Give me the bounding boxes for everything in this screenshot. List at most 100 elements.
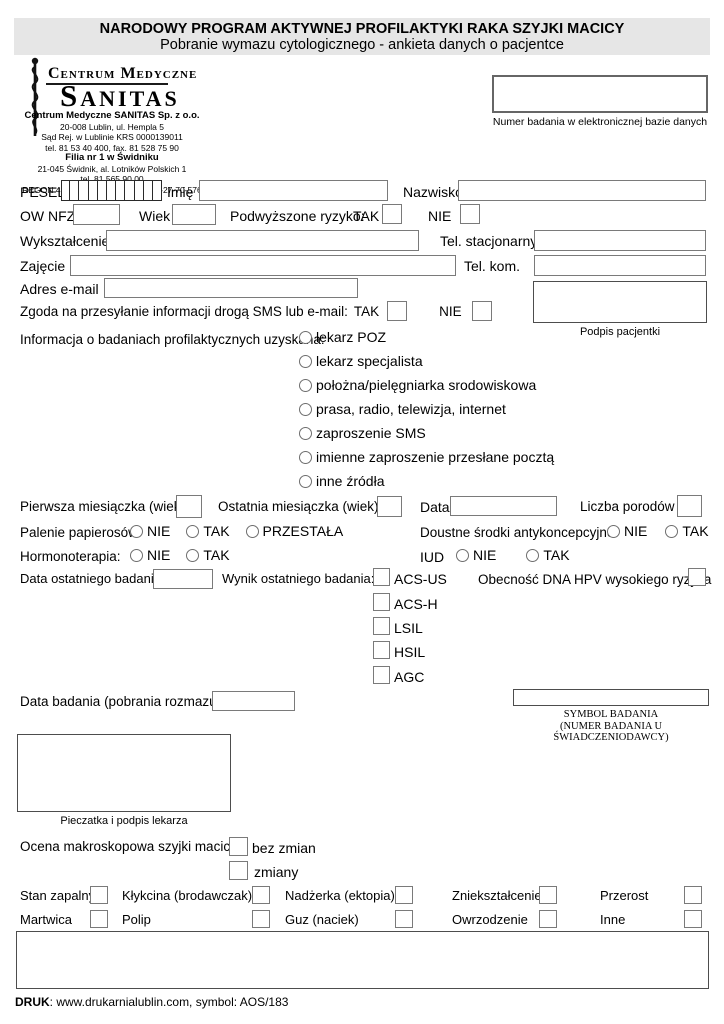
- smoking-quit-radio[interactable]: [245, 524, 259, 538]
- info-source-radio-sms[interactable]: [299, 426, 312, 440]
- consent-yes-label: TAK: [353, 303, 380, 319]
- finding-owrzodzenie-checkbox[interactable]: [539, 910, 557, 928]
- pesel-cell[interactable]: [106, 180, 117, 201]
- age-field[interactable]: [172, 204, 216, 225]
- info-source-radio-inne[interactable]: [299, 474, 312, 488]
- date-field[interactable]: [450, 496, 557, 516]
- last-menstruation-field[interactable]: [377, 496, 402, 517]
- risk-yes-checkbox[interactable]: [382, 204, 402, 224]
- mobile-field[interactable]: [534, 255, 706, 276]
- pesel-cell[interactable]: [152, 180, 163, 201]
- pesel-cell[interactable]: [125, 180, 135, 201]
- last-exam-date-label: Data ostatniego badania: [20, 571, 161, 586]
- oral-contraceptives-no-label: NIE: [624, 523, 648, 539]
- macro-assessment-label: Ocena makroskopowa szyjki macicy:: [20, 839, 241, 854]
- info-source-radio-lekarz-specjalista[interactable]: [299, 354, 312, 368]
- smoking-yes-label: TAK: [203, 523, 230, 539]
- births-count-field[interactable]: [677, 495, 702, 517]
- info-source-radio-zaproszenie-poczta[interactable]: [299, 450, 312, 464]
- hpv-dna-checkbox[interactable]: [688, 568, 706, 586]
- pesel-cell[interactable]: [116, 180, 126, 201]
- risk-no-checkbox[interactable]: [460, 204, 480, 224]
- exam-symbol-box[interactable]: [513, 689, 709, 706]
- finding-polip-checkbox[interactable]: [252, 910, 270, 928]
- info-source-option-label: położna/pielęgniarka srodowiskowa: [316, 377, 537, 393]
- finding-owrzodzenie-label: Owrzodzenie: [452, 912, 528, 927]
- pesel-cell[interactable]: [79, 180, 89, 201]
- info-source-option: zaproszenie SMS: [299, 425, 426, 441]
- result-agc-label: AGC: [394, 669, 425, 685]
- first-menstruation-field[interactable]: [176, 495, 202, 518]
- hormone-therapy-yes-radio[interactable]: [186, 548, 200, 562]
- patient-signature-box[interactable]: [533, 281, 707, 323]
- macro-changes-checkbox[interactable]: [229, 861, 248, 880]
- consent-no-checkbox[interactable]: [471, 301, 492, 321]
- exam-number-box[interactable]: [492, 75, 708, 113]
- result-hsil-checkbox[interactable]: [373, 641, 390, 659]
- education-field[interactable]: [106, 230, 419, 251]
- info-source-option-label: lekarz POZ: [316, 329, 387, 345]
- oral-contraceptives-yes-radio[interactable]: [665, 524, 679, 538]
- finding-inne-checkbox[interactable]: [684, 910, 702, 928]
- last-name-field[interactable]: [458, 180, 706, 201]
- smoking-label: Palenie papierosów: [20, 525, 138, 540]
- oral-contraceptives-no-radio[interactable]: [607, 524, 620, 538]
- consent-yes-checkbox[interactable]: [387, 301, 408, 321]
- smoking-quit-label: PRZESTAŁA: [262, 523, 344, 539]
- email-field[interactable]: [104, 278, 358, 298]
- notes-box[interactable]: [16, 931, 709, 989]
- pesel-cell[interactable]: [134, 180, 144, 201]
- iud-yes-radio[interactable]: [526, 548, 540, 562]
- info-source-label: Informacja o badaniach profilaktycznych …: [20, 332, 325, 347]
- info-source-option-label: lekarz specjalista: [316, 353, 423, 369]
- pesel-cell[interactable]: [143, 180, 153, 201]
- finding-stan-zapalny-checkbox[interactable]: [90, 886, 108, 904]
- info-source-radio-lekarz-poz[interactable]: [299, 330, 312, 344]
- exam-number-caption: Numer badania w elektronicznej bazie dan…: [492, 116, 708, 128]
- result-agc-checkbox[interactable]: [373, 666, 390, 684]
- smoking-no-radio[interactable]: [130, 524, 143, 538]
- smoking-options: NIE TAK PRZESTAŁA: [130, 523, 343, 539]
- finding-klykcina-checkbox[interactable]: [252, 886, 270, 904]
- finding-polip-label: Polip: [122, 912, 151, 927]
- age-label: Wiek: [139, 208, 171, 224]
- hormone-therapy-no-radio[interactable]: [130, 548, 143, 562]
- info-source-option-label: prasa, radio, telewizja, internet: [316, 401, 506, 417]
- landline-field[interactable]: [534, 230, 706, 251]
- first-name-field[interactable]: [199, 180, 388, 201]
- form-title: NARODOWY PROGRAM AKTYWNEJ PROFILAKTYKI R…: [99, 21, 625, 37]
- finding-martwica-checkbox[interactable]: [90, 910, 108, 928]
- info-source-option: inne źródła: [299, 473, 385, 489]
- info-source-radio-polozna[interactable]: [299, 378, 312, 392]
- pesel-cell[interactable]: [88, 180, 98, 201]
- result-acs-us-checkbox[interactable]: [373, 568, 390, 586]
- clinic-line: tel. 81 53 40 400, fax. 81 528 75 90: [45, 142, 179, 153]
- result-lsil-checkbox[interactable]: [373, 617, 390, 635]
- last-exam-date-field[interactable]: [153, 569, 213, 589]
- exam-date-field[interactable]: [212, 691, 295, 711]
- ow-nfz-field[interactable]: [73, 204, 120, 225]
- occupation-field[interactable]: [70, 255, 456, 276]
- iud-options: NIE TAK: [456, 547, 570, 563]
- iud-no-radio[interactable]: [456, 548, 469, 562]
- info-source-option-label: zaproszenie SMS: [316, 425, 426, 441]
- consent-label: Zgoda na przesyłanie informacji drogą SM…: [20, 303, 348, 319]
- pesel-grid[interactable]: [61, 180, 163, 201]
- finding-guz-checkbox[interactable]: [395, 910, 413, 928]
- doctor-stamp-box[interactable]: [17, 734, 231, 812]
- finding-przerost-checkbox[interactable]: [684, 886, 702, 904]
- exam-symbol-caption-2: (NUMER BADANIA U ŚWIADCZENIODAWCY): [553, 721, 669, 743]
- info-source-option: lekarz POZ: [299, 329, 386, 345]
- finding-zniekstalcenie-checkbox[interactable]: [539, 886, 557, 904]
- finding-nadzerka-checkbox[interactable]: [395, 886, 413, 904]
- pesel-cell[interactable]: [97, 180, 107, 201]
- smoking-yes-radio[interactable]: [186, 524, 200, 538]
- pesel-cell[interactable]: [61, 180, 71, 201]
- info-source-radio-media[interactable]: [299, 402, 312, 416]
- result-acs-h-checkbox[interactable]: [373, 593, 390, 611]
- finding-guz-label: Guz (naciek): [285, 912, 359, 927]
- result-lsil-label: LSIL: [394, 620, 423, 636]
- macro-no-changes-checkbox[interactable]: [229, 837, 248, 856]
- pesel-cell[interactable]: [70, 180, 80, 201]
